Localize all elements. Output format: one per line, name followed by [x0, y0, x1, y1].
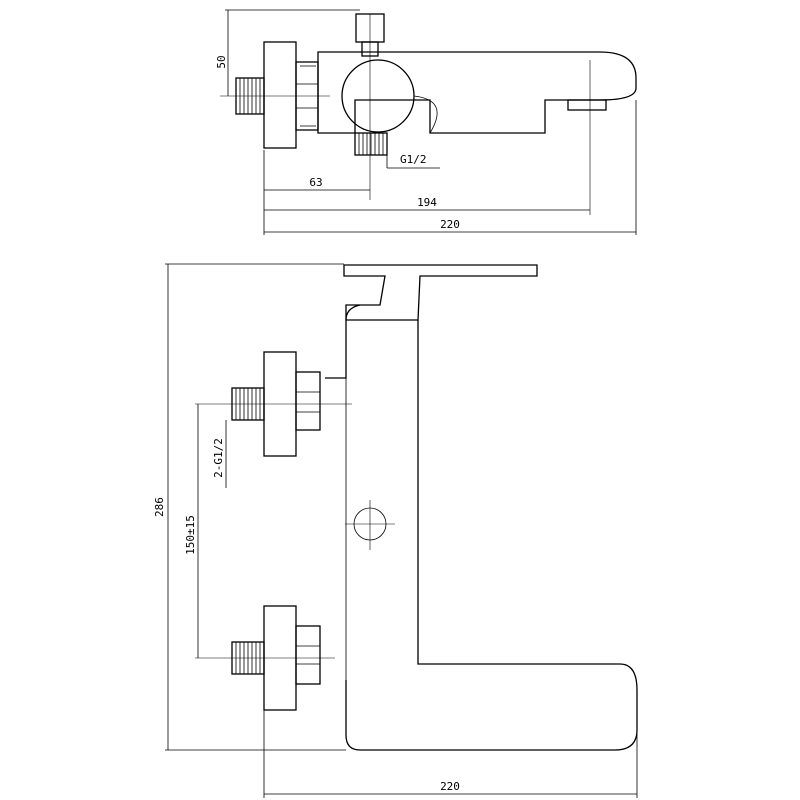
front-lever-handle [343, 264, 538, 321]
front-mixer-body [325, 304, 638, 751]
dim-thread-g12: G1/2 [400, 153, 427, 166]
front-lower-nut [295, 625, 321, 685]
dim-50: 50 [215, 55, 228, 68]
top-lever-cap [341, 59, 415, 133]
front-centre-mark [345, 500, 395, 550]
dim-286: 286 [153, 497, 166, 517]
top-view: 50 63 G1/2 194 220 [215, 9, 637, 235]
dim-194: 194 [417, 196, 437, 209]
front-view: 286 150±15 2-G1/2 220 [153, 263, 638, 798]
top-spout-outlet [567, 99, 607, 111]
dim-150-15: 150±15 [184, 515, 197, 555]
dim-63: 63 [309, 176, 322, 189]
top-mixer-body [317, 51, 637, 134]
dim-220-bottom: 220 [440, 780, 460, 793]
dim-220-top: 220 [440, 218, 460, 231]
dim-2-g12: 2-G1/2 [212, 438, 225, 478]
top-wall-flange [263, 41, 297, 149]
front-upper-nut [295, 371, 321, 431]
